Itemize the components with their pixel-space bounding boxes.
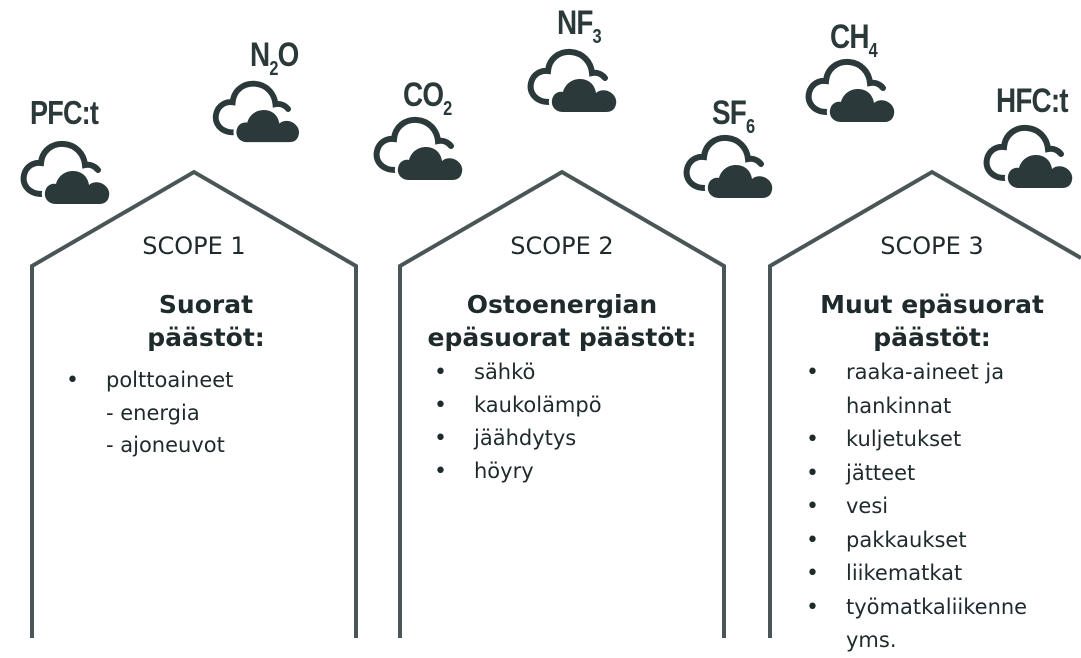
scope-1: SCOPE 1 Suorat päästöt: polttoaineet - e… xyxy=(34,232,354,632)
scope-item-list: raaka-aineet ja hankinnat kuljetukset jä… xyxy=(806,356,1027,658)
list-sub-item: - ajoneuvot xyxy=(106,433,225,457)
cloud-icon xyxy=(805,58,898,125)
gas-subscript: 3 xyxy=(592,26,602,48)
scope-title: SCOPE 1 xyxy=(142,232,246,260)
gas-formula: HFC:t xyxy=(996,82,1069,120)
cloud-icon xyxy=(527,48,620,115)
gas-label: NF3 xyxy=(557,4,602,47)
gas-label: CO2 xyxy=(403,76,452,119)
gas-formula: PFC:t xyxy=(30,94,99,131)
gas-formula: SF xyxy=(712,94,747,132)
scope-heading: Ostoenergian epäsuorat päästöt: xyxy=(427,290,697,352)
scope-heading: Muut epäsuorat päästöt: xyxy=(820,290,1044,352)
scope-2-house-outline xyxy=(398,169,726,638)
gas-nf3: NF3 xyxy=(557,4,610,47)
scope-2: SCOPE 2 Ostoenergian epäsuorat päästöt: … xyxy=(402,232,722,632)
list-sub-item: - energia xyxy=(106,401,200,425)
gas-formula-suffix: O xyxy=(277,36,300,74)
cloud-icon xyxy=(373,116,466,183)
gas-co2: CO2 xyxy=(403,76,462,119)
gas-subscript: 2 xyxy=(443,98,452,120)
cloud-icon xyxy=(983,124,1076,191)
gas-formula: N xyxy=(250,36,270,74)
gas-formula: CH xyxy=(830,18,869,56)
gas-pfc: PFC:t xyxy=(30,96,113,129)
scope-1-house-outline xyxy=(30,169,358,638)
list-item: kuljetukset xyxy=(806,423,1027,457)
scope-heading: Suorat päästöt: xyxy=(147,290,265,352)
gas-sf6: SF6 xyxy=(712,94,764,137)
gas-formula: CO xyxy=(403,76,444,114)
gas-hfc: HFC:t xyxy=(996,84,1081,118)
list-item: jätteet xyxy=(806,457,1027,491)
gas-subscript: 6 xyxy=(745,116,755,138)
gas-label: SF6 xyxy=(712,94,755,137)
scope-3: SCOPE 3 Muut epäsuorat päästöt: raaka-ai… xyxy=(772,232,1081,652)
gas-subscript: 2 xyxy=(269,58,278,80)
scope-3-house-outline xyxy=(768,169,1081,638)
gas-subscript: 4 xyxy=(868,40,878,62)
gas-label: N2O xyxy=(250,36,300,79)
list-item: höyry xyxy=(434,455,602,488)
gas-n2o: N2O xyxy=(250,36,309,79)
cloud-icon xyxy=(683,134,776,201)
list-item: liikematkat xyxy=(806,557,1027,591)
cloud-icon xyxy=(20,140,112,207)
list-item: kaukolämpö xyxy=(434,389,602,422)
scope-title: SCOPE 3 xyxy=(880,232,984,260)
cloud-icon xyxy=(212,80,302,146)
scope-item-list: sähkö kaukolämpö jäähdytys höyry xyxy=(434,356,602,488)
list-item: työmatkaliikenne yms. xyxy=(806,591,1027,658)
list-item: vesi xyxy=(806,490,1027,524)
gas-label: PFC:t xyxy=(30,94,99,131)
gas-label: HFC:t xyxy=(996,82,1069,120)
scope-item-list: polttoaineet - energia - ajoneuvot xyxy=(66,364,233,461)
gas-ch4: CH4 xyxy=(830,18,887,61)
gas-formula: NF xyxy=(557,4,593,42)
list-item: sähkö xyxy=(434,356,602,389)
list-item: raaka-aineet ja hankinnat xyxy=(806,356,1027,423)
gas-label: CH4 xyxy=(830,18,878,61)
list-item: jäähdytys xyxy=(434,422,602,455)
list-item: polttoaineet xyxy=(66,364,233,397)
scope-title: SCOPE 2 xyxy=(510,232,614,260)
list-item: pakkaukset xyxy=(806,524,1027,558)
